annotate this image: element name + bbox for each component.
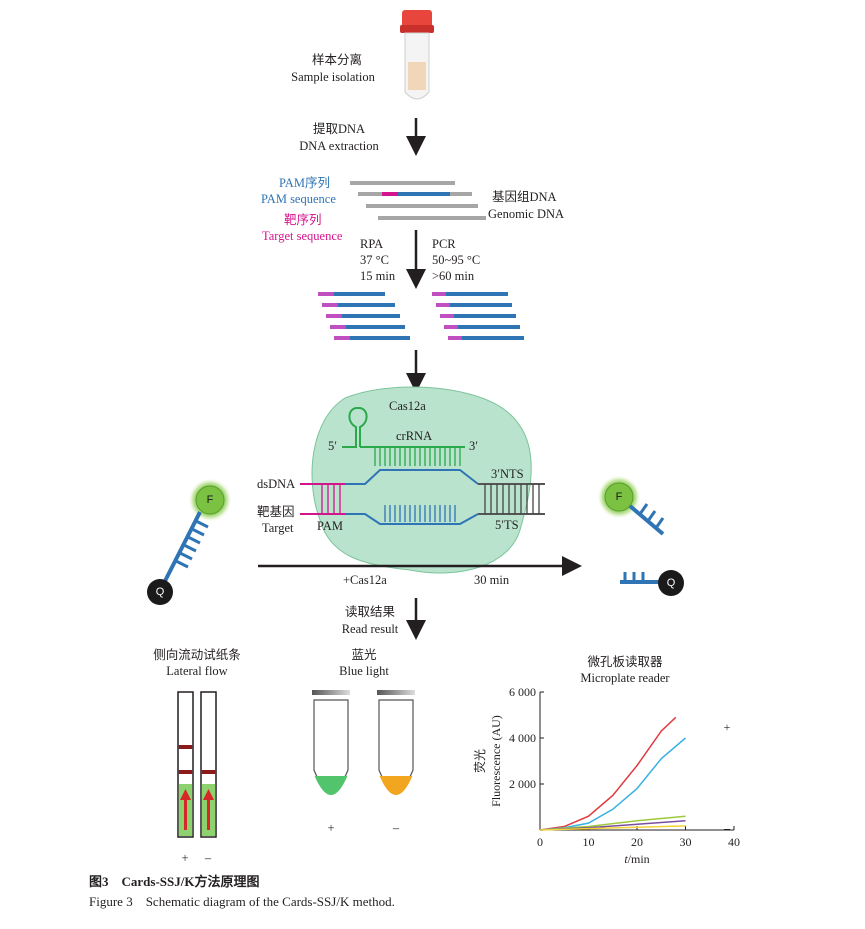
rpa-line-3: 15 min <box>360 269 396 283</box>
incubation-time-label: 30 min <box>474 573 510 587</box>
pcr-line-2: 50~95 °C <box>432 253 481 267</box>
ts-rungs <box>384 505 456 522</box>
blue-light-zh: 蓝光 <box>351 648 377 662</box>
pcr-line-3: >60 min <box>432 269 475 283</box>
pcr-line-1: PCR <box>432 237 456 251</box>
target-label-en: Target sequence <box>262 229 343 243</box>
lateral-flow-strips <box>177 691 217 838</box>
strip-minus-label: – <box>204 851 212 865</box>
caption-en-prefix: Figure 3 <box>89 894 133 909</box>
caption-zh-text: Cards-SSJ/K方法原理图 <box>121 874 260 889</box>
y-axis-label-en: Fluorescence (AU) <box>489 715 503 807</box>
genomic-label-zh: 基因组DNA <box>492 190 557 204</box>
crrna-label: crRNA <box>396 429 433 443</box>
x-tick-label: 0 <box>537 835 543 849</box>
y-tick-label: 4 000 <box>509 731 536 745</box>
quencher-label-left: Q <box>155 586 165 598</box>
blue-light-en: Blue light <box>339 664 389 678</box>
nts-label: 3′NTS <box>491 467 524 481</box>
fluorophore-label-right: F <box>615 491 623 503</box>
ts-label: 5′TS <box>495 518 519 532</box>
extract-label-zh: 提取DNA <box>312 122 366 136</box>
x-axis-label: t/min <box>624 852 649 866</box>
y-tick-label: 2 000 <box>509 777 536 791</box>
crrna-strand <box>342 407 465 448</box>
rpa-line-1: RPA <box>360 237 384 251</box>
nts-rungs <box>484 484 540 514</box>
series-line-5 <box>539 825 686 831</box>
five-prime-label: 5′ <box>328 439 337 453</box>
cas12a-complex <box>300 386 545 574</box>
x-tick-label: 40 <box>728 835 740 849</box>
strip-plus-label: + <box>181 851 189 865</box>
genomic-label-en: Genomic DNA <box>488 207 565 221</box>
fluorophore-label-left: F <box>206 494 214 506</box>
caption-zh-prefix: 图3 <box>89 874 109 889</box>
rpa-line-2: 37 °C <box>360 253 389 267</box>
caption-zh: 图3 Cards-SSJ/K方法原理图 <box>89 871 259 890</box>
extract-label-en: DNA extraction <box>299 139 379 153</box>
read-result-en: Read result <box>341 622 399 636</box>
microplate-en: Microplate reader <box>580 671 670 685</box>
tube-minus-label: – <box>392 821 400 835</box>
three-prime-label: 3′ <box>469 439 478 453</box>
target-gene-zh: 靶基因 <box>257 505 295 519</box>
series-line-2 <box>539 737 686 831</box>
target-label-zh: 靶序列 <box>284 213 322 227</box>
pam-rungs <box>321 484 341 514</box>
sample-tube-icon <box>400 10 434 100</box>
caption-en-text: Schematic diagram of the Cards-SSJ/K met… <box>145 894 395 909</box>
x-tick-label: 20 <box>631 835 643 849</box>
crrna-teeth <box>374 447 461 466</box>
y-tick-label: 6 000 <box>509 685 536 699</box>
reporter-probe-intact <box>147 478 232 605</box>
microplate-zh: 微孔板读取器 <box>587 655 663 669</box>
target-gene-en: Target <box>262 521 294 535</box>
reporter-probe-cleaved <box>597 475 684 596</box>
x-axis-label-var: t <box>624 852 628 866</box>
genomic-dna <box>350 181 486 220</box>
series-line-1 <box>539 716 677 831</box>
dsdna-label: dsDNA <box>257 477 296 491</box>
plot-minus-label: – <box>723 821 731 835</box>
plot-plus-label: + <box>724 720 731 734</box>
sample-label-en: Sample isolation <box>291 70 375 84</box>
cas12a-protein <box>311 386 532 574</box>
x-tick-label: 10 <box>583 835 595 849</box>
amplicons-rpa <box>318 292 410 340</box>
x-tick-label: 30 <box>680 835 692 849</box>
lateral-flow-en: Lateral flow <box>166 664 228 678</box>
tube-plus-label: + <box>327 821 335 835</box>
cas12a-addition-label: +Cas12a <box>343 573 387 587</box>
pam-label: PAM <box>317 519 343 533</box>
lateral-flow-zh: 侧向流动试纸条 <box>153 648 241 662</box>
target-dna <box>300 469 545 525</box>
y-axis-label-zh: 荧光 <box>473 749 487 773</box>
sample-label-zh: 样本分离 <box>311 53 363 67</box>
amplicons-pcr <box>432 292 524 340</box>
read-result-zh: 读取结果 <box>344 605 396 619</box>
pam-label-en: PAM sequence <box>261 192 336 206</box>
pam-label-zh: PAM序列 <box>279 176 330 190</box>
cas12a-label: Cas12a <box>389 399 426 413</box>
caption-en: Figure 3 Schematic diagram of the Cards-… <box>89 894 395 910</box>
quencher-label-right: Q <box>666 577 676 589</box>
blue-light-tubes <box>312 690 415 795</box>
x-axis-label-unit: /min <box>628 852 650 866</box>
